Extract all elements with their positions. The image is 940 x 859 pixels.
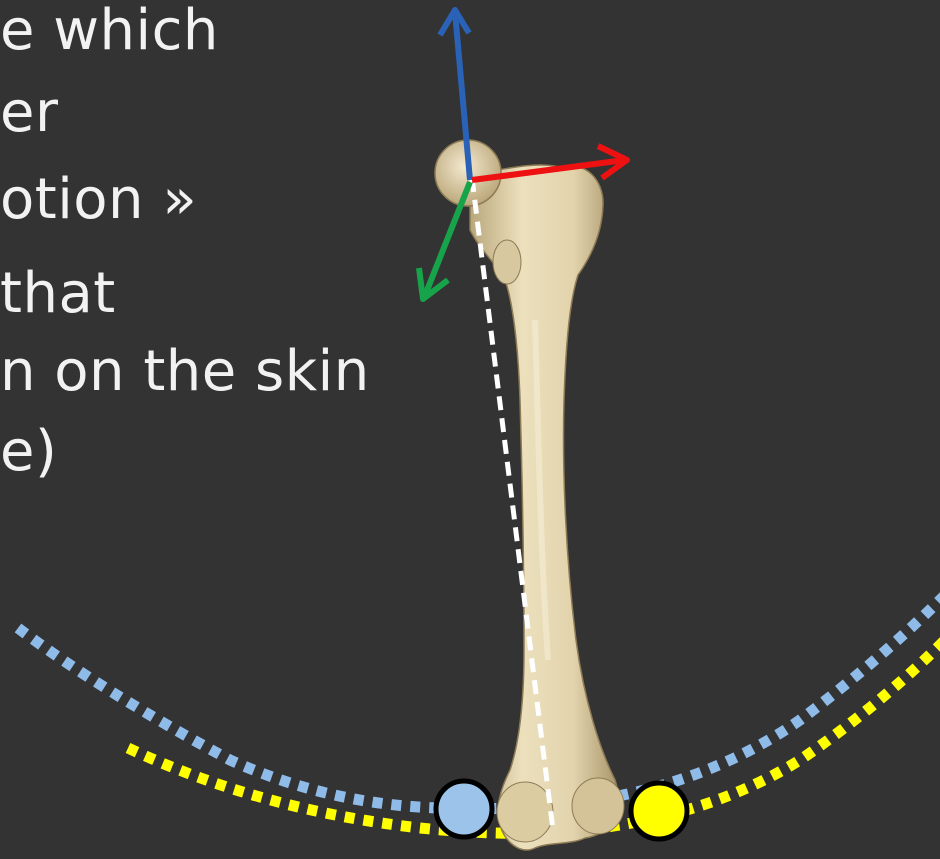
marker-circle-icon (436, 781, 492, 837)
trajectory-arc-blue (18, 595, 940, 809)
arrow-down-left-icon (419, 182, 470, 299)
femur-bone-icon (435, 140, 624, 850)
marker-circle-icon (631, 783, 687, 839)
